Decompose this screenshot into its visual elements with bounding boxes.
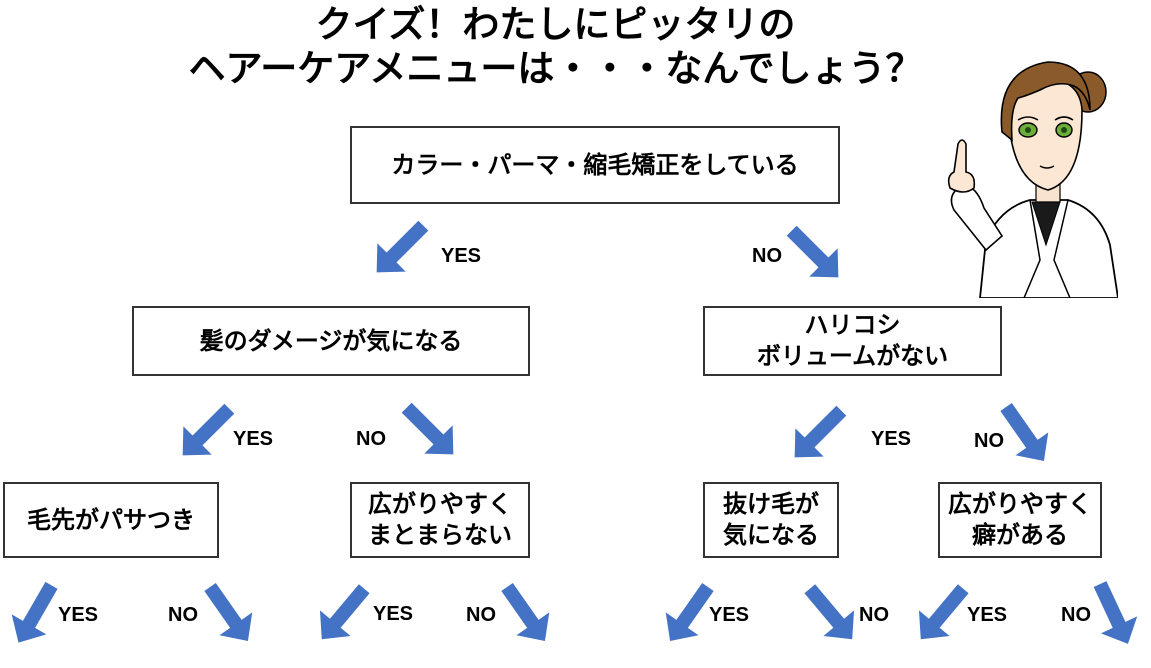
node-damage: 髪のダメージが気になる [132,306,530,376]
node-volume: ハリコシ ボリュームがない [703,306,1002,376]
label-dry-no: NO [168,604,198,626]
arrow-damage-no [392,393,468,469]
label-damage-yes: YES [233,428,274,450]
label-dry-yes: YES [58,604,99,626]
arrow-volume-yes [780,396,856,472]
label-hairloss-yes: YES [709,604,750,626]
arrow-spread2-no [1081,575,1147,653]
arrow-spread1-yes [306,575,380,653]
node-hairloss: 抜け毛が 気になる [703,482,839,558]
arrow-spread1-no [490,575,562,653]
node-spread2: 広がりやすく 癖がある [938,482,1102,558]
node-spread1: 広がりやすく まとまらない [350,482,530,558]
doctor-illustration [947,61,1118,298]
label-spread2-no: NO [1061,604,1091,626]
arrow-root-no [777,216,853,292]
label-damage-no: NO [356,428,386,450]
label-spread1-no: NO [466,604,496,626]
label-volume-yes: YES [871,428,912,450]
label-root-no: NO [752,245,782,267]
title-line-1: クイズ！わたしにピッタリの [315,3,796,46]
label-volume-no: NO [974,430,1004,452]
label-root-yes: YES [441,245,482,267]
arrow-hairloss-no [794,575,868,653]
label-hairloss-no: NO [859,604,889,626]
arrow-root-yes [362,211,438,287]
title-line-2: ヘアーケアメニューは・・・なんでしょう？ [188,47,923,90]
arrow-dry-no [193,575,265,653]
node-root: カラー・パーマ・縮毛矯正をしている [350,126,840,204]
node-dry: 毛先がパサつき [3,482,219,558]
label-spread1-yes: YES [373,603,414,625]
label-spread2-yes: YES [967,604,1008,626]
